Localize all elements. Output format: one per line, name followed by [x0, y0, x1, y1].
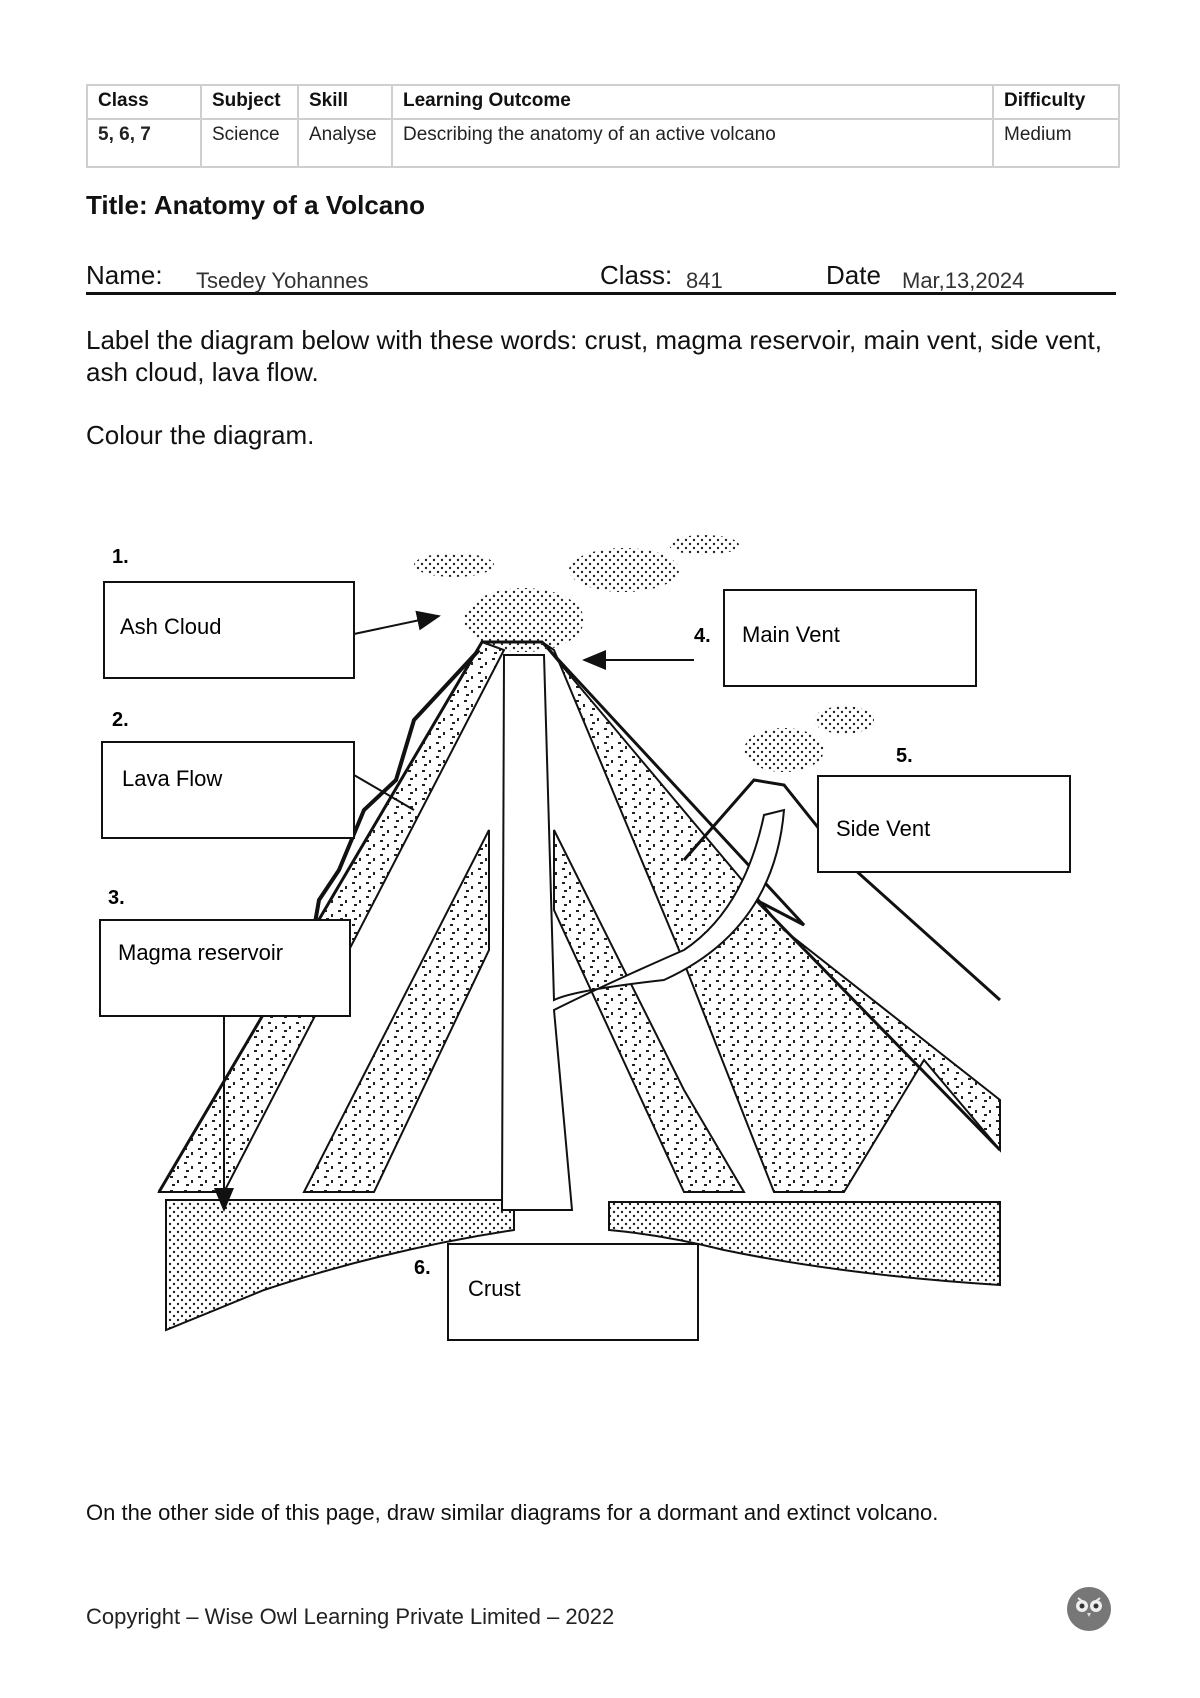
label-instruction: Label the diagram below with these words…	[86, 324, 1126, 388]
class-label: Class:	[600, 260, 672, 291]
date-label: Date	[826, 260, 881, 291]
label-number-5: 5.	[896, 745, 913, 767]
colour-instruction: Colour the diagram.	[86, 420, 314, 451]
label-group-2: 2. Lava Flow	[102, 709, 354, 838]
meta-header-difficulty: Difficulty	[993, 85, 1119, 119]
label-group-3: 3. Magma reservoir	[100, 887, 350, 1016]
label-number-3: 3.	[108, 887, 125, 909]
meta-header-subject: Subject	[201, 85, 298, 119]
cone-layer-right	[542, 642, 1000, 1192]
page-title: Title: Anatomy of a Volcano	[86, 190, 425, 221]
meta-class-value: 5, 6, 7	[87, 119, 201, 167]
meta-value-row: 5, 6, 7 Science Analyse Describing the a…	[87, 119, 1119, 167]
meta-header-outcome: Learning Outcome	[392, 85, 993, 119]
label-number-2: 2.	[112, 709, 129, 731]
meta-header-row: Class Subject Skill Learning Outcome Dif…	[87, 85, 1119, 119]
meta-outcome-value: Describing the anatomy of an active volc…	[392, 119, 993, 167]
ash-cloud-side	[744, 706, 874, 772]
label-answer-4: Main Vent	[742, 622, 840, 647]
lesson-meta-table: Class Subject Skill Learning Outcome Dif…	[86, 84, 1120, 168]
class-field[interactable]: 841	[686, 268, 723, 294]
copyright-text: Copyright – Wise Owl Learning Private Li…	[86, 1604, 614, 1630]
meta-difficulty-value: Medium	[993, 119, 1119, 167]
name-label: Name:	[86, 260, 163, 291]
label-group-1: 1. Ash Cloud	[104, 546, 354, 678]
label-group-5: 5. Side Vent	[818, 745, 1070, 872]
label-box-3[interactable]	[100, 920, 350, 1016]
label-answer-3: Magma reservoir	[118, 940, 283, 965]
label-answer-2: Lava Flow	[122, 766, 222, 791]
label-answer-5: Side Vent	[836, 816, 930, 841]
label-group-4: 4. Main Vent	[694, 590, 976, 686]
owl-logo-icon	[1066, 1586, 1112, 1632]
student-info-row: Name: Tsedey Yohannes Class: 841 Date Ma…	[86, 252, 1116, 295]
label-number-6: 6.	[414, 1257, 431, 1279]
ash-cloud-main	[414, 535, 739, 652]
label-group-6: 6. Crust	[414, 1244, 698, 1340]
footer-note: On the other side of this page, draw sim…	[86, 1500, 938, 1526]
label-answer-6: Crust	[468, 1276, 521, 1301]
label-number-4: 4.	[694, 625, 711, 647]
meta-header-skill: Skill	[298, 85, 392, 119]
meta-header-class: Class	[87, 85, 201, 119]
label-answer-1: Ash Cloud	[120, 614, 222, 639]
arrow-ash-cloud	[354, 616, 439, 634]
meta-subject-value: Science	[201, 119, 298, 167]
date-field[interactable]: Mar,13,2024	[902, 268, 1024, 294]
meta-skill-value: Analyse	[298, 119, 392, 167]
name-field[interactable]: Tsedey Yohannes	[196, 268, 369, 294]
label-number-1: 1.	[112, 546, 129, 568]
volcano-diagram: 1. Ash Cloud 2. Lava Flow 3. Magma reser…	[84, 530, 1124, 1360]
